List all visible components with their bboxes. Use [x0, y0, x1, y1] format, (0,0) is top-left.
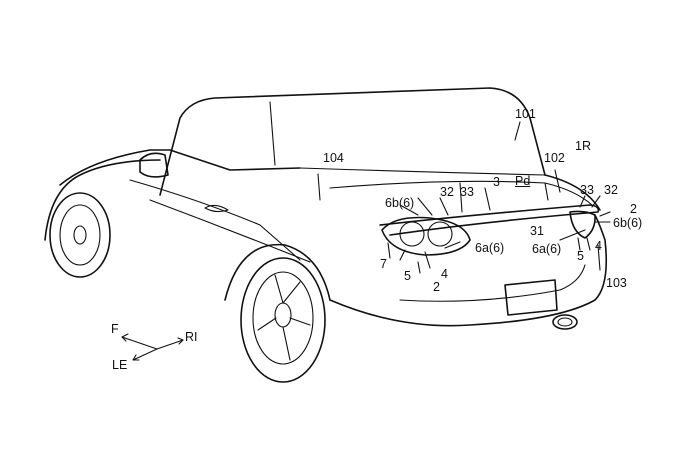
right-tail-lamp	[569, 210, 596, 239]
exhaust-pipe	[552, 314, 578, 330]
rear-wheel-arch	[224, 243, 331, 301]
label-6a-left: 6a(6)	[475, 241, 505, 255]
direction-left-label: LE	[112, 358, 128, 372]
label-5-left: 5	[404, 269, 411, 283]
rear-hub	[274, 302, 292, 328]
direction-front-label: F	[111, 322, 119, 336]
arrow-left	[132, 348, 158, 361]
front-rim	[59, 204, 101, 266]
label-5-right: 5	[577, 249, 584, 263]
label-31: 31	[530, 224, 544, 238]
roof-rear-panel	[269, 101, 276, 166]
left-lamp-ring-2	[427, 221, 453, 247]
front-fender	[44, 159, 161, 241]
front-hub	[73, 225, 87, 245]
door-handle	[204, 204, 229, 213]
label-1R: 1R	[575, 139, 591, 153]
spoiler	[379, 204, 600, 236]
label-33-a: 33	[460, 185, 474, 199]
label-4-left: 4	[441, 267, 448, 281]
label-32-a: 32	[440, 185, 454, 199]
label-6b-right: 6b(6)	[613, 216, 643, 230]
label-7: 7	[380, 257, 387, 271]
rear-window-line	[299, 167, 546, 176]
label-4-right: 4	[595, 239, 602, 253]
leader-lines	[317, 121, 611, 274]
label-102: 102	[544, 151, 565, 165]
label-33-right: 33	[580, 183, 594, 197]
front-wheel	[49, 192, 111, 278]
arrow-front	[121, 333, 158, 350]
rear-deck	[544, 174, 601, 211]
direction-right-label: RI	[185, 330, 198, 344]
label-6b-left: 6b(6)	[385, 196, 415, 210]
rear-spokes	[257, 274, 311, 361]
label-103: 103	[606, 276, 627, 290]
label-2-left: 2	[433, 280, 440, 294]
rear-lower	[399, 264, 586, 302]
label-32-right: 32	[604, 183, 618, 197]
label-6a-right: 6a(6)	[532, 242, 562, 256]
label-2-right: 2	[630, 202, 637, 216]
exhaust-pipe-inner	[557, 317, 573, 327]
left-lamp-ring-1	[399, 221, 425, 247]
side-mirror	[139, 152, 169, 178]
label-104: 104	[323, 151, 344, 165]
rear-wheel	[240, 257, 326, 383]
trunk-lid	[329, 180, 593, 206]
license-plate	[504, 279, 558, 316]
arrow-right	[156, 337, 184, 350]
direction-indicator	[121, 333, 184, 361]
label-Pd: Pd	[515, 174, 531, 188]
side-character-line	[149, 199, 311, 263]
door-line	[129, 179, 301, 261]
roof-outline	[159, 87, 546, 196]
label-101: 101	[515, 107, 536, 121]
rear-body	[329, 214, 608, 327]
label-3: 3	[493, 175, 500, 189]
left-tail-lamp	[381, 216, 471, 256]
body-side	[59, 149, 301, 186]
rear-rim	[252, 271, 314, 365]
